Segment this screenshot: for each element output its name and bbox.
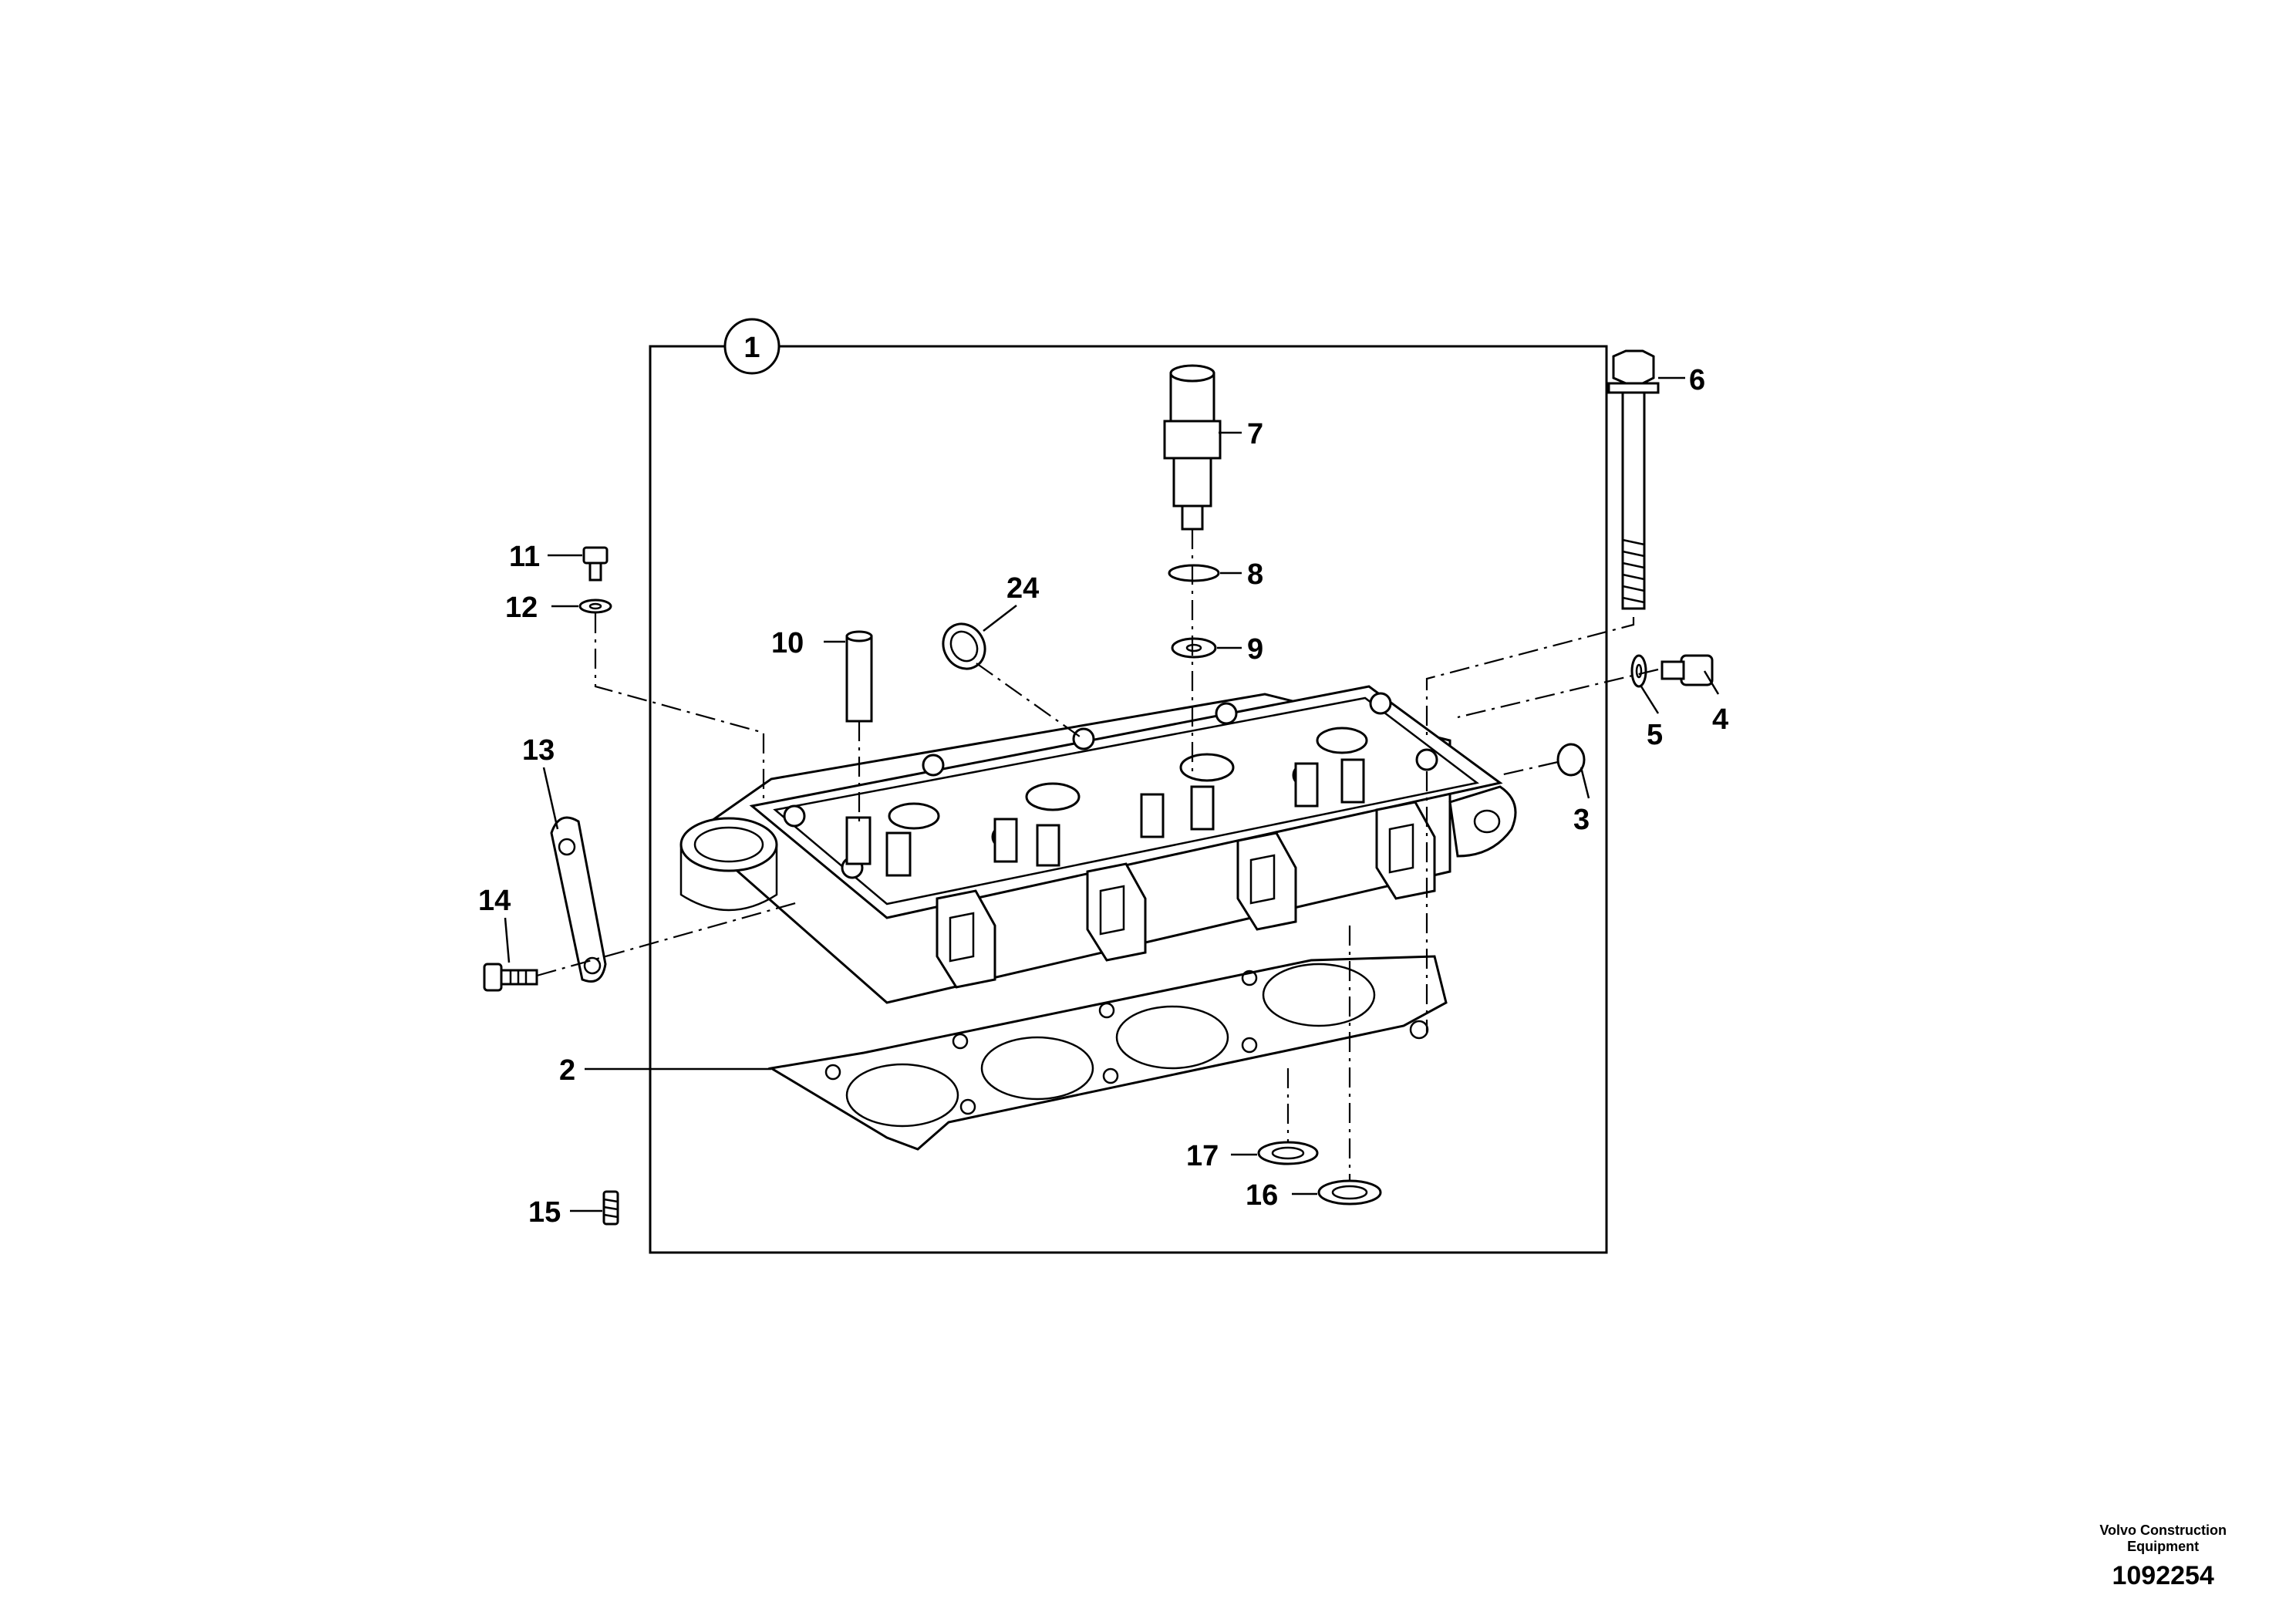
callout-15: 15: [528, 1196, 561, 1229]
brand-line-2: Equipment: [2127, 1539, 2200, 1554]
callout-10: 10: [771, 627, 804, 659]
stud: [602, 1190, 619, 1226]
callout-14: 14: [478, 885, 511, 917]
guide-sleeve: [845, 630, 873, 723]
cylinder-head: [679, 685, 1517, 1004]
o-ring: [1168, 564, 1220, 582]
drawing-footer: Volvo Construction Equipment 1092254: [2099, 1523, 2227, 1591]
callout-7: 7: [1247, 418, 1263, 450]
callout-2: 2: [559, 1054, 575, 1087]
plug-washer: [1630, 654, 1647, 688]
cylinder-head-bolt: [1607, 349, 1660, 610]
drawing-number: 1092254: [2112, 1561, 2214, 1590]
callout-8: 8: [1247, 558, 1263, 591]
cap-screw: [582, 546, 609, 582]
callout-4: 4: [1712, 703, 1728, 736]
callout-17: 17: [1186, 1140, 1219, 1172]
brand-line-1: Volvo Construction: [2099, 1523, 2227, 1538]
expansion-plug: [1556, 743, 1586, 777]
callout-3: 3: [1573, 804, 1590, 836]
sealing-washer: [1171, 637, 1217, 659]
callout-6: 6: [1689, 364, 1705, 396]
port-flange: [936, 889, 996, 989]
head-gasket: [767, 955, 1448, 1151]
port-flange: [1236, 831, 1297, 931]
callout-24: 24: [1006, 572, 1039, 605]
callout-12: 12: [505, 592, 538, 624]
callout-16: 16: [1246, 1179, 1278, 1212]
callout-5: 5: [1647, 719, 1663, 751]
lifting-bracket: [550, 816, 607, 983]
callout-13: 13: [522, 734, 555, 767]
sealing-ring-16: [1317, 1179, 1382, 1206]
callout-1: 1: [743, 332, 760, 364]
injector-sleeve: [1163, 364, 1222, 531]
plug-screw: [1660, 654, 1714, 686]
callout-9: 9: [1247, 633, 1263, 666]
callout-11: 11: [509, 541, 540, 573]
sealing-ring-17: [1257, 1141, 1319, 1165]
core-plug: [942, 622, 986, 670]
callout-1-circle: [723, 318, 781, 375]
assembly-frame: [649, 345, 1608, 1254]
port-flange: [1375, 801, 1436, 900]
port-flange: [1086, 862, 1147, 962]
screw-washer: [578, 599, 612, 614]
bracket-screw: [483, 963, 538, 992]
